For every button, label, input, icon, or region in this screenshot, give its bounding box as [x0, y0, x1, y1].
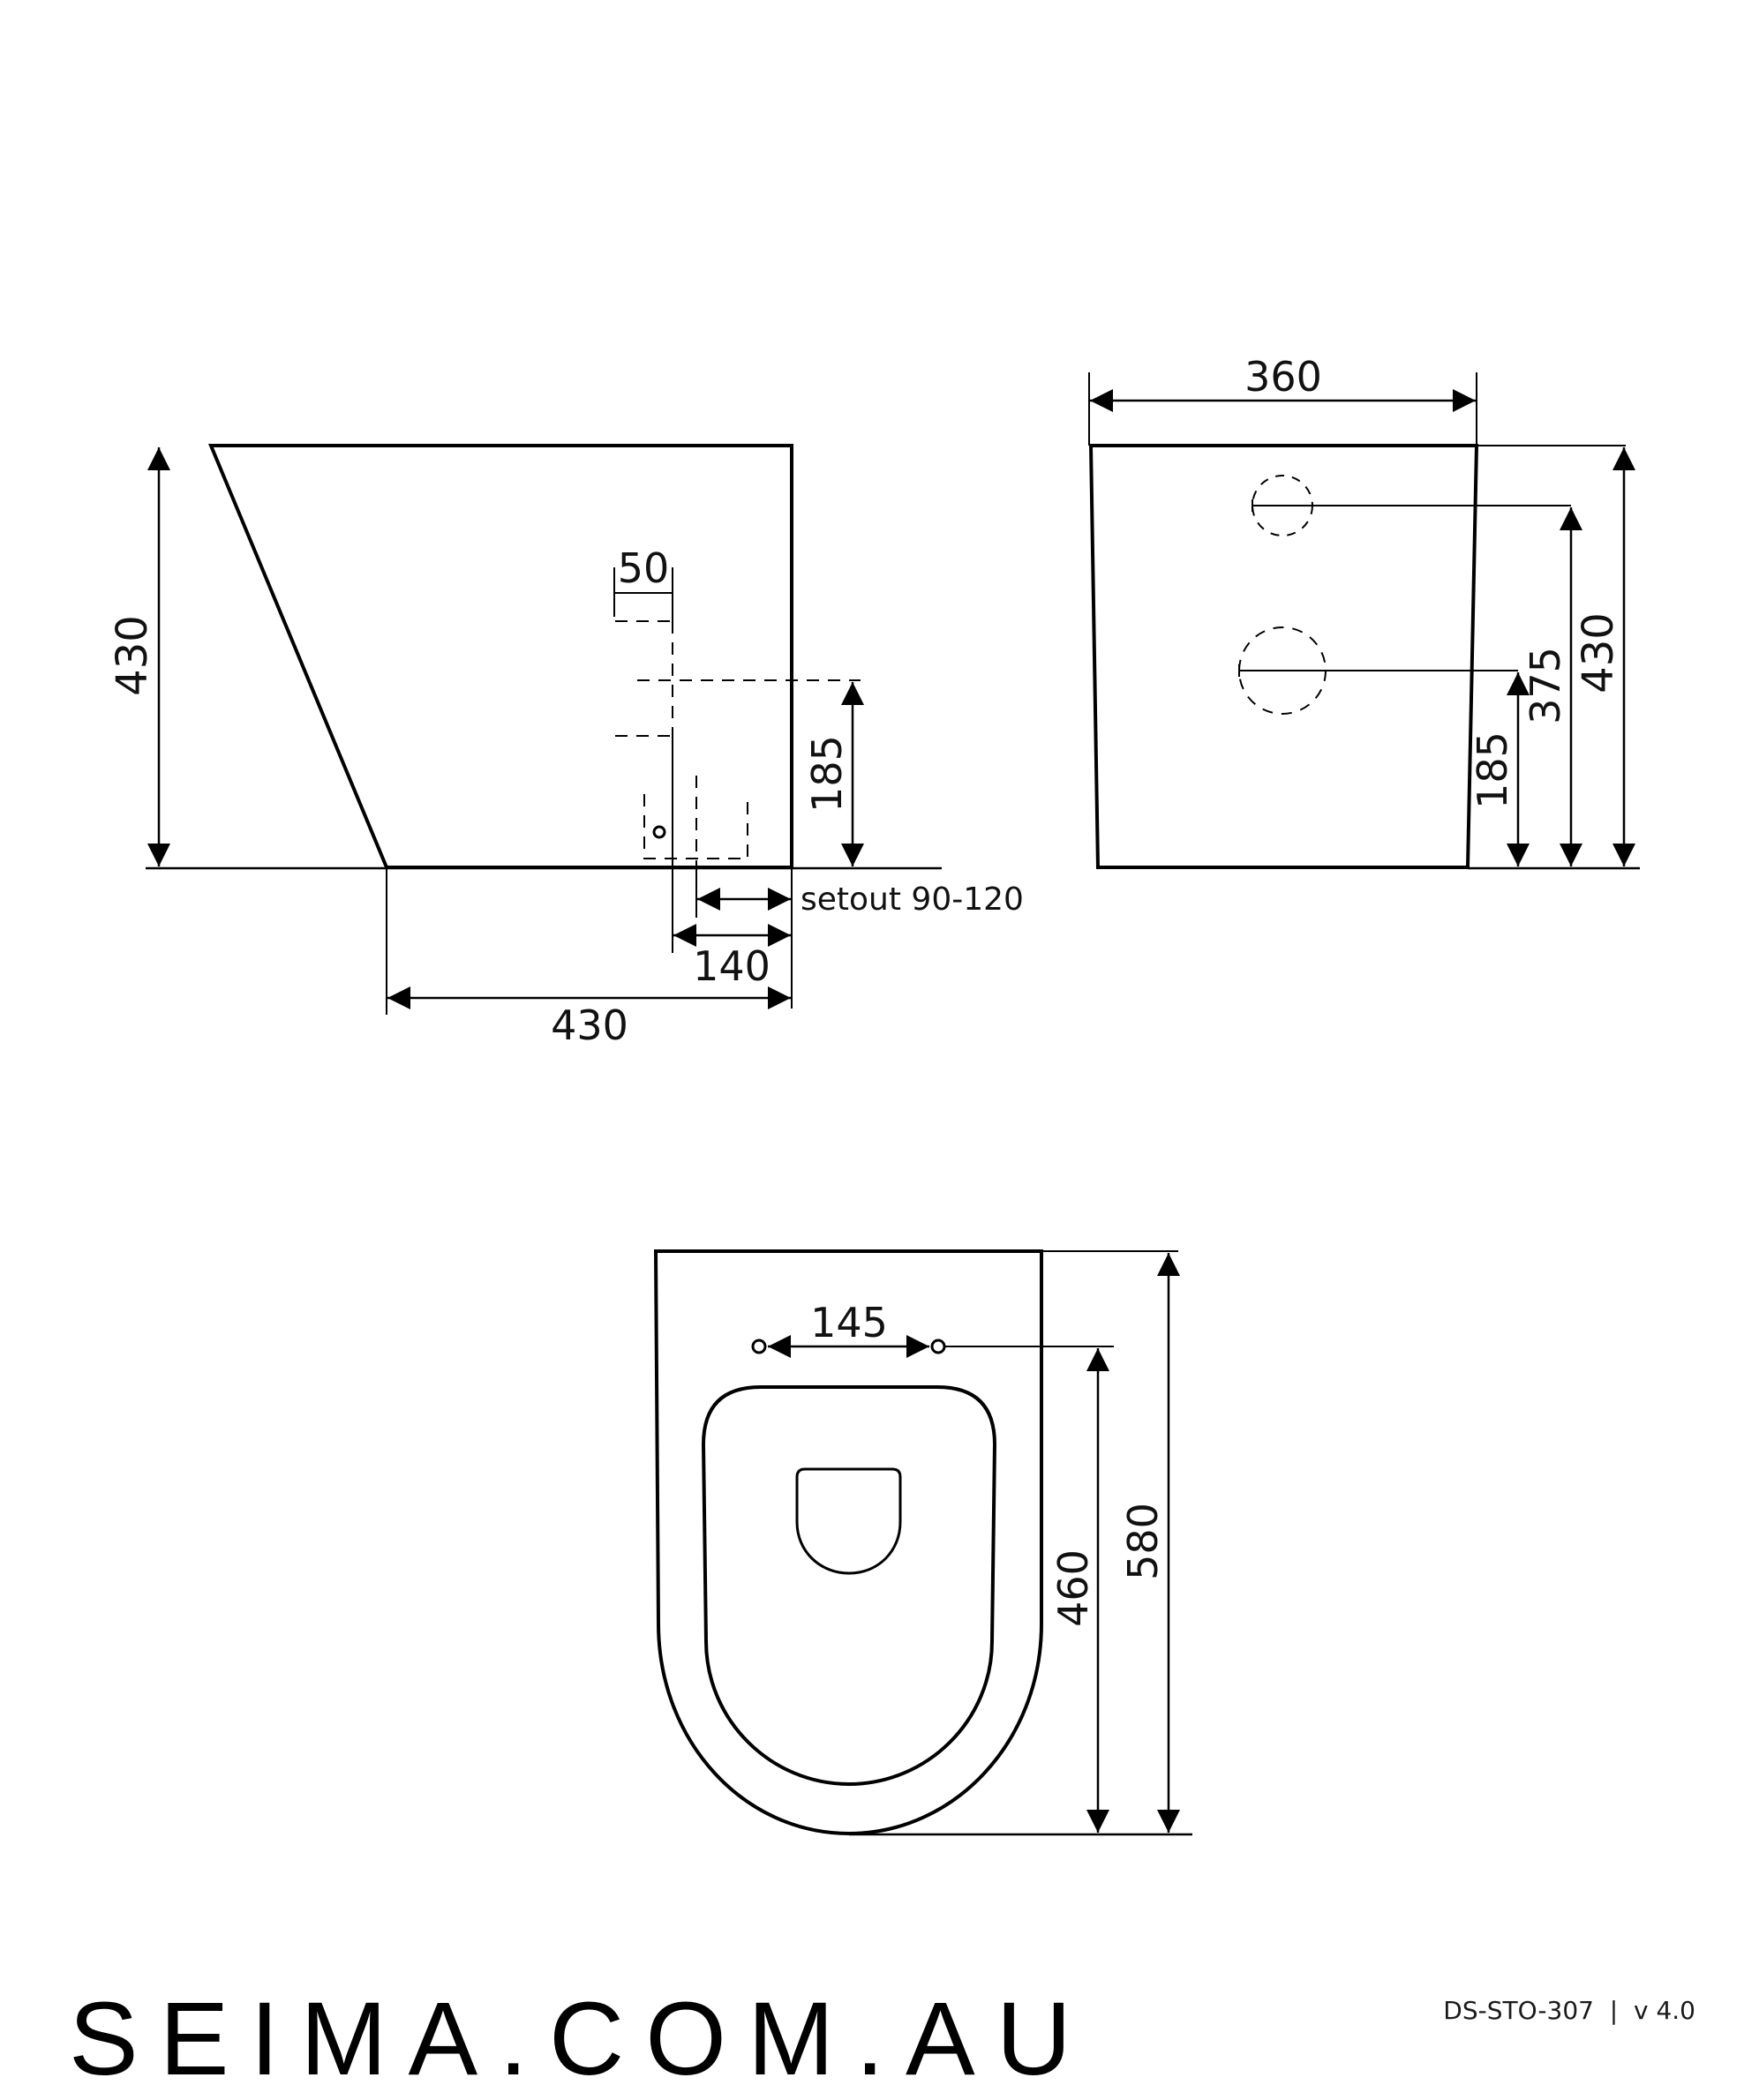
front-view-outline: [1088, 444, 1479, 869]
seat-to-front-label: 460: [1049, 1549, 1097, 1627]
side-view-outline: [208, 444, 793, 869]
front-width-label: 360: [1244, 353, 1322, 401]
lower-inlet-height-label: 185: [1469, 731, 1516, 809]
document-reference: DS-STO-307 | v 4.0: [1443, 1996, 1695, 2025]
front-height-label: 430: [1574, 612, 1623, 694]
setout-offset-label: 140: [693, 942, 771, 990]
front-view: 360 185 375 430: [1088, 353, 1640, 870]
hinge-left-icon: [751, 1339, 767, 1354]
seat-outline: [701, 1385, 997, 1787]
side-inlet-height-label: 185: [803, 735, 851, 813]
side-depth-label: 430: [551, 1001, 628, 1049]
overall-length-label: 580: [1119, 1503, 1167, 1580]
setout-label: setout 90-120: [801, 881, 1024, 918]
upper-inlet-height-label: 375: [1522, 647, 1569, 724]
hinge-spacing-label: 145: [810, 1299, 888, 1346]
hidden-lines: [615, 620, 861, 867]
plan-view: 145 460 580: [653, 1249, 1192, 1836]
hinge-right-icon: [930, 1339, 946, 1354]
waste-width-label: 50: [618, 544, 670, 592]
brand-url[interactable]: SEIMA.COM.AU: [69, 1981, 1093, 2097]
fixing-point-icon: [652, 825, 666, 839]
side-height-label: 430: [108, 615, 157, 696]
lid-opening-outline: [795, 1467, 902, 1575]
side-view: 430 50 185 setout 90-120 140 430: [108, 444, 1024, 1049]
